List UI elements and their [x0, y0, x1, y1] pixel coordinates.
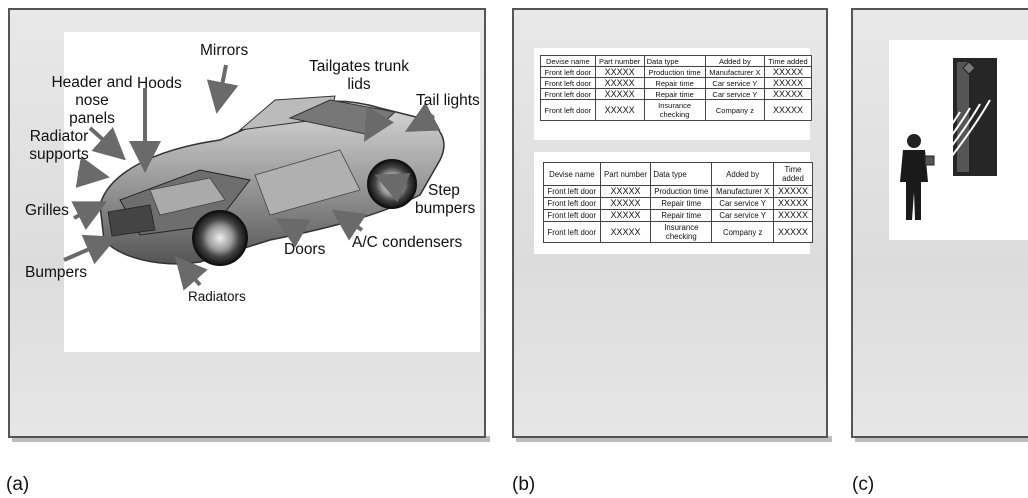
rfid-reader-icon: [924, 155, 935, 166]
label-step-bumpers: Step bumpers: [415, 182, 476, 217]
label-hoods: Hoods: [137, 75, 182, 92]
label-doors: Doors: [284, 241, 326, 258]
record-table-2: Devise name Part number Data type Added …: [543, 162, 813, 243]
label-tail-lights: Tail lights: [416, 92, 480, 109]
person-icon: [900, 134, 935, 220]
table-row: Front left door XXXXX Production time Ma…: [540, 66, 812, 78]
signal-waves-icon: [932, 99, 991, 166]
table-cell: Front left door: [543, 221, 601, 243]
table-row: Front left door XXXXX Insurance checking…: [543, 221, 813, 243]
caption-c: (c): [852, 474, 875, 495]
table-cell: XXXXX: [764, 77, 812, 89]
table-header: Data type: [650, 162, 713, 186]
table-cell: Front left door: [543, 197, 601, 210]
front-wheel: [192, 210, 248, 266]
label-mirrors: Mirrors: [200, 42, 249, 59]
panel-a-frame: [8, 8, 486, 438]
table-row: Front left door XXXXX Insurance checking…: [540, 99, 812, 121]
table-cell: Company z: [704, 99, 766, 121]
table-cell: Insurance checking: [650, 221, 713, 243]
rfid-tag-icon: [962, 61, 976, 75]
caption-a: (a): [6, 474, 30, 495]
label-header-nose-panels: Header and nose panels: [51, 74, 133, 127]
label-radiator-supports: Radiator supports: [29, 128, 89, 163]
label-tailgates-trunk-lids: Tailgates trunk lids: [309, 58, 409, 93]
table-cell: Insurance checking: [643, 99, 706, 121]
table-cell: XXXXX: [764, 99, 812, 121]
record-table-1: Devise name Part number Data type Added …: [540, 55, 812, 121]
table-header: Devise name: [543, 162, 601, 186]
label-grilles: Grilles: [25, 202, 69, 219]
label-ac-condensers: A/C condensers: [352, 234, 463, 251]
table-row: Front left door XXXXX Production time Ma…: [543, 185, 813, 198]
table-header-row: Devise name Part number Data type Added …: [540, 55, 812, 67]
table-cell: XXXXX: [599, 221, 652, 243]
caption-b: (b): [512, 474, 536, 495]
label-bumpers: Bumpers: [25, 264, 88, 281]
table-row: Front left door XXXXX Repair time Car se…: [543, 209, 813, 222]
table-cell: XXXXX: [773, 221, 813, 243]
label-radiators: Radiators: [188, 289, 246, 304]
callout-arrows: [63, 64, 441, 291]
